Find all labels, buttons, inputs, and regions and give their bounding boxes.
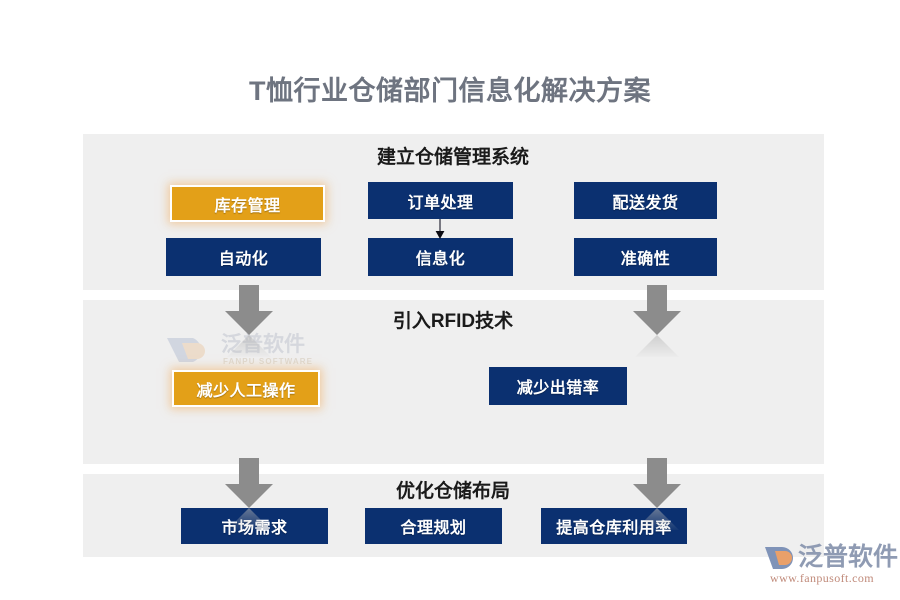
fanpu-watermark-icon: [167, 338, 205, 362]
down-arrow-icon: [633, 285, 681, 357]
node-automation[interactable]: 自动化: [166, 238, 321, 276]
node-informatization[interactable]: 信息化: [368, 238, 513, 276]
down-connector-arrow-icon: [435, 219, 445, 239]
node-reduce-manual-operation[interactable]: 减少人工操作: [172, 370, 320, 407]
node-accuracy[interactable]: 准确性: [574, 238, 717, 276]
section-header-layout-optimization: 优化仓储布局: [395, 481, 510, 502]
node-order-processing[interactable]: 订单处理: [368, 182, 513, 219]
down-arrow-icon: [225, 285, 273, 357]
brand-url: www.fanpusoft.com: [770, 571, 875, 585]
brand-logo: 泛普软件 www.fanpusoft.com: [760, 543, 898, 591]
node-reduce-error-rate[interactable]: 减少出错率: [489, 367, 627, 405]
page-title: T恤行业仓储部门信息化解决方案: [249, 76, 651, 106]
watermark-subtitle: FANPU SOFTWARE: [223, 357, 314, 366]
node-inventory-management[interactable]: 库存管理: [170, 185, 325, 222]
section-header-warehouse-management: 建立仓储管理系统: [376, 147, 529, 168]
section-header-rfid: 引入RFID技术: [392, 311, 514, 332]
brand-name: 泛普软件: [798, 543, 899, 571]
down-arrow-icon: [633, 458, 681, 530]
down-arrow-icon: [225, 458, 273, 530]
fanpu-logo-icon: [765, 547, 793, 569]
node-rational-planning[interactable]: 合理规划: [365, 508, 502, 544]
node-delivery-shipping[interactable]: 配送发货: [574, 182, 717, 219]
